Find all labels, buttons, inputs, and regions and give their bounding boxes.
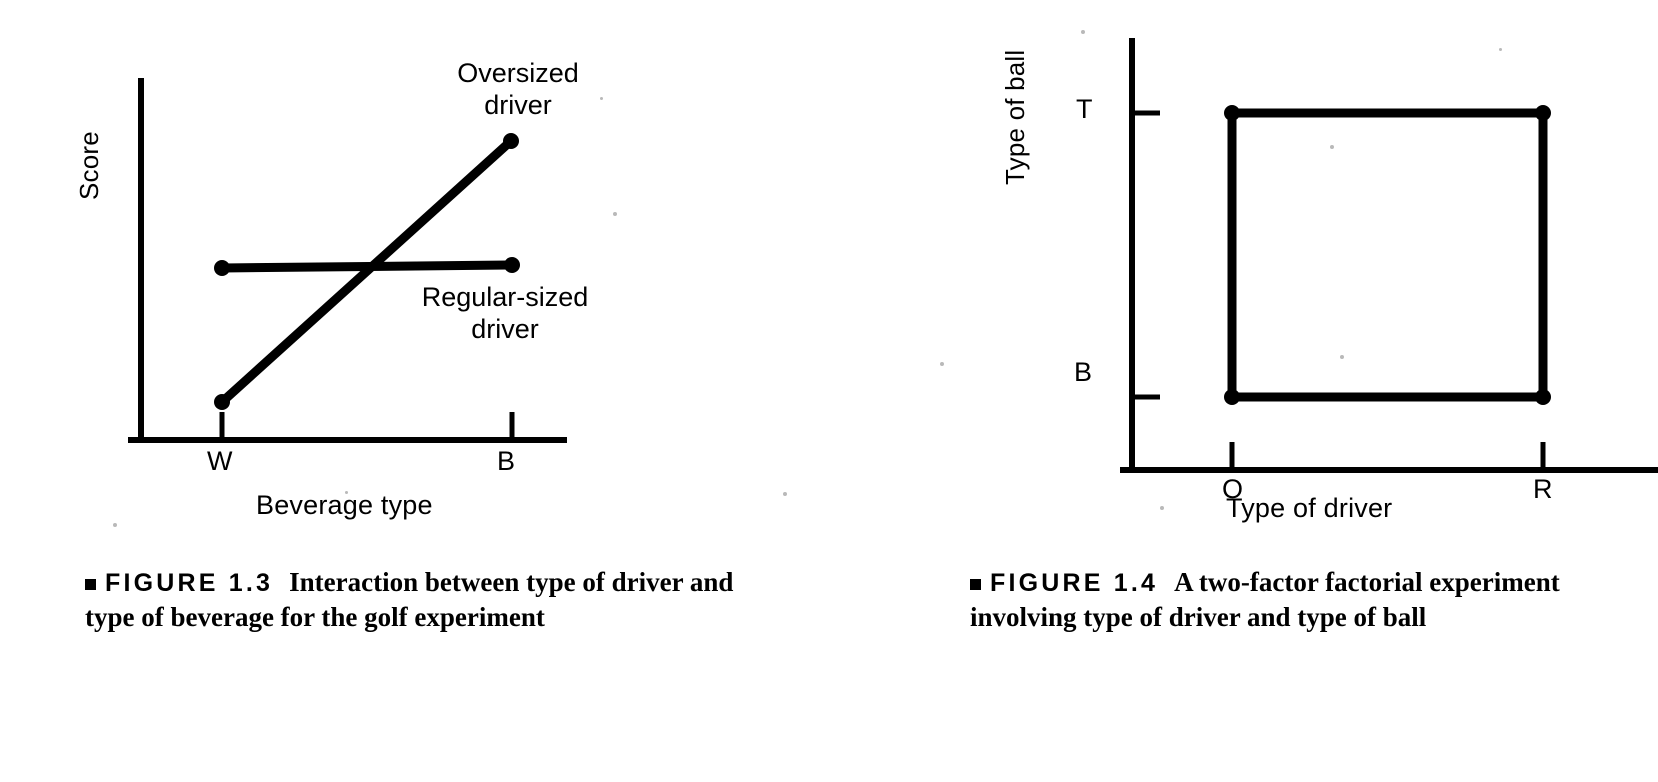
series-regular-sized-point-b — [504, 257, 520, 273]
right-y-axis-label: Type of ball — [1000, 49, 1030, 185]
scan-speckle — [1160, 506, 1164, 510]
figure-1-4-plot — [830, 0, 1658, 545]
scan-speckle — [940, 362, 944, 366]
scan-speckle — [1499, 48, 1502, 51]
annotation-regular-sized-driver: Regular-sized driver — [380, 282, 630, 346]
design-point-r-t — [1535, 105, 1551, 121]
design-point-o-b — [1224, 389, 1240, 405]
annotation-regular-sized-driver-line1: Regular-sized — [421, 282, 589, 312]
figure-1-3-caption-label: FIGURE 1.3 — [105, 569, 274, 597]
caption-marker-square — [85, 579, 96, 590]
design-square — [1227, 108, 1548, 402]
series-oversized-point-w — [214, 394, 230, 410]
scan-speckle — [600, 97, 603, 100]
figure-1-4-caption-label: FIGURE 1.4 — [990, 569, 1159, 597]
figure-1-3-plot: Score W B Beverage type Oversized driver… — [0, 0, 830, 545]
annotation-oversized-driver-line1: Oversized — [457, 58, 579, 88]
figure-1-4-panel — [830, 0, 1658, 782]
design-point-r-b — [1535, 389, 1551, 405]
scan-speckle — [1340, 355, 1344, 359]
scan-speckle — [1081, 30, 1085, 34]
right-x-tick-label-r: R — [1533, 474, 1553, 504]
figure-1-3-caption-text: Interaction between type of driver and t… — [85, 567, 734, 633]
right-y-tick-label-t: T — [1076, 94, 1093, 124]
scan-speckle — [113, 523, 117, 527]
series-regular-sized-point-w — [214, 260, 230, 276]
right-y-tick-label-b: B — [1074, 357, 1093, 387]
caption-marker-square — [970, 579, 981, 590]
series-oversized-line — [217, 136, 516, 407]
scan-speckle — [345, 491, 348, 494]
annotation-oversized-driver: Oversized driver — [408, 58, 628, 122]
right-x-axis-label: Type of driver — [1226, 493, 1393, 523]
design-point-o-t — [1224, 105, 1240, 121]
annotation-regular-sized-driver-line2: driver — [471, 313, 539, 344]
scan-speckle — [613, 212, 617, 216]
x-tick-label-b: B — [497, 446, 516, 476]
interaction-plot-svg — [128, 78, 567, 443]
annotation-oversized-driver-line2: driver — [484, 89, 552, 120]
y-axis-label: Score — [74, 131, 104, 200]
scan-speckle — [783, 492, 787, 496]
figure-1-4-caption-text: A two-factor factorial experiment involv… — [970, 567, 1560, 633]
x-tick-label-w: W — [207, 446, 233, 476]
scan-speckle — [1330, 145, 1334, 149]
x-axis-label: Beverage type — [256, 490, 433, 520]
factorial-plot-svg — [1120, 38, 1658, 473]
figure-1-3-panel: Score W B Beverage type Oversized driver… — [0, 0, 830, 545]
right-x-tick-label-o: O — [1222, 474, 1244, 504]
series-oversized-point-b — [503, 133, 519, 149]
